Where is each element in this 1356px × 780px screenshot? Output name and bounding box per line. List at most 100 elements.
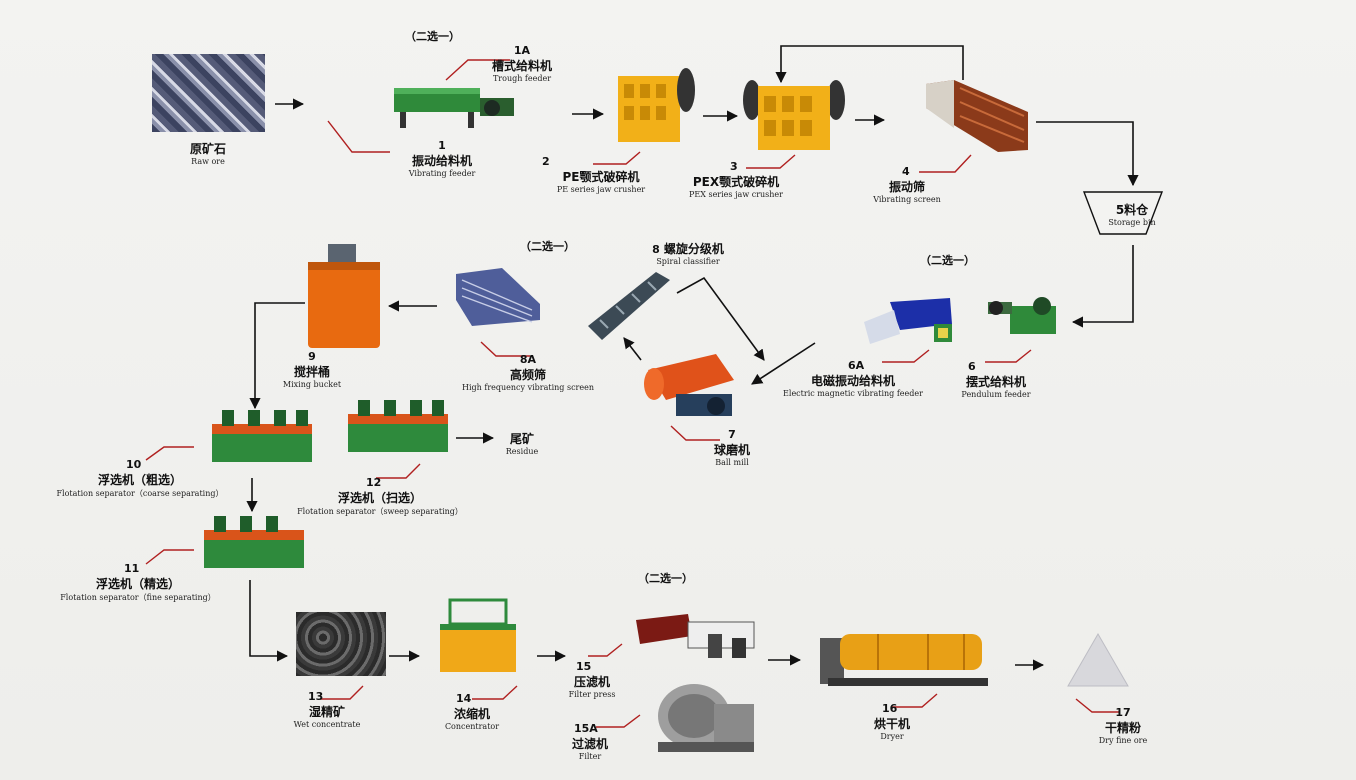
- trough-feeder-en: Trough feeder: [492, 74, 552, 83]
- mixing-bucket-en: Mixing bucket: [282, 380, 342, 389]
- choose-one-2: （二选一）: [920, 254, 975, 267]
- em-feeder-zh: 电磁振动给料机: [810, 374, 895, 388]
- leader-17: [1075, 698, 1120, 713]
- raw-ore-zh: 原矿石: [189, 142, 226, 156]
- flotation-scavenger-icon: [348, 400, 448, 452]
- high-frequency-screen-icon: [456, 268, 540, 326]
- label-6a: 6A 电磁振动给料机 Electric magnetic vibrating f…: [776, 359, 930, 398]
- dryer-en: Dryer: [880, 732, 904, 741]
- arrow-screen-to-bin: [1036, 121, 1139, 187]
- leader-2: [593, 151, 641, 165]
- flotation-rougher-zh: 浮选机（粗选）: [97, 473, 182, 487]
- choose-one-3: （二选一）: [520, 240, 575, 253]
- label-7: 7 球磨机 Ball mill: [700, 428, 764, 467]
- number-11: 11: [124, 562, 140, 575]
- number-10: 10: [126, 458, 142, 471]
- arrow-screen-return: [775, 45, 964, 84]
- flotation-cleaner-icon: [204, 516, 304, 568]
- leader-15a: [596, 714, 641, 728]
- residue-zh: 尾矿: [509, 432, 534, 446]
- pex-jaw-crusher-en: PEX series jaw crusher: [689, 190, 783, 199]
- leader-16: [892, 693, 938, 708]
- number-3: 3: [730, 160, 738, 173]
- label-1a: 1A 槽式给料机 Trough feeder: [478, 44, 566, 83]
- pe-jaw-crusher-icon: [618, 68, 695, 142]
- trough-feeder-zh: 槽式给料机: [491, 59, 552, 73]
- dry-fine-ore-en: Dry fine ore: [1098, 736, 1148, 745]
- filter-press-icon: [636, 614, 755, 658]
- label-15: 15 压滤机 Filter press: [560, 660, 624, 699]
- arrow-cleaner-to-concentrate: [249, 580, 289, 662]
- number-13: 13: [308, 690, 324, 703]
- filter-press-en: Filter press: [568, 690, 616, 699]
- arrow-feeder-to-mill: [751, 342, 816, 385]
- wet-concentrate-zh: 湿精矿: [308, 705, 345, 719]
- leader-1: [327, 120, 390, 153]
- ball-mill-zh: 球磨机: [713, 443, 750, 457]
- pendulum-feeder-en: Pendulum feeder: [961, 390, 1031, 399]
- filter-en: Filter: [578, 752, 602, 761]
- label-3: 3 PEX颚式破碎机 PEX series jaw crusher: [676, 160, 796, 199]
- mixing-bucket-zh: 搅拌桶: [293, 365, 330, 379]
- storage-bin-icon: [1082, 191, 1164, 235]
- number-9: 9: [308, 350, 316, 363]
- number-14: 14: [456, 692, 472, 705]
- wet-concentrate-icon: [296, 612, 386, 676]
- label-13: 13 湿精矿 Wet concentrate: [282, 690, 372, 729]
- leader-7: [670, 425, 720, 441]
- leader-15: [588, 643, 623, 657]
- raw-ore-icon: [152, 54, 265, 132]
- label-15a: 15A 过滤机 Filter: [558, 722, 622, 761]
- vibrating-screen-en: Vibrating screen: [873, 195, 941, 204]
- spiral-classifier-en: Spiral classifier: [656, 257, 720, 266]
- label-14: 14 浓缩机 Concentrator: [432, 692, 512, 731]
- number-8a: 8A: [519, 353, 537, 366]
- number-2: 2: [542, 155, 550, 168]
- flotation-rougher-icon: [212, 410, 312, 462]
- label-4: 4 振动筛 Vibrating screen: [862, 165, 952, 204]
- number-17: 17: [1115, 706, 1131, 719]
- number-7: 7: [728, 428, 736, 441]
- hf-screen-en: High frequency vibrating screen: [462, 383, 594, 392]
- choose-one-1: （二选一）: [405, 30, 460, 43]
- number-4: 4: [902, 165, 910, 178]
- filter-press-zh: 压滤机: [573, 675, 610, 689]
- arrow-bucket-to-rougher: [249, 302, 305, 410]
- pex-jaw-crusher-icon: [743, 80, 845, 150]
- label-6: 6 摆式给料机 Pendulum feeder: [948, 360, 1044, 399]
- leader-14: [472, 685, 518, 700]
- vibrating-screen-zh: 振动筛: [888, 180, 925, 194]
- label-raw-ore: 原矿石 Raw ore: [173, 140, 243, 166]
- number-12: 12: [366, 476, 382, 489]
- filter-zh: 过滤机: [571, 737, 608, 751]
- pendulum-feeder-icon: [988, 297, 1056, 334]
- number-6a: 6A: [848, 359, 865, 372]
- spiral-classifier-zh: 螺旋分级机: [663, 242, 724, 256]
- flotation-rougher-en: Flotation separator（coarse separating）: [56, 489, 224, 498]
- label-11: 11 浮选机（精选） Flotation separator（fine sepa…: [48, 562, 228, 603]
- vibrating-feeder-icon: [394, 88, 514, 128]
- dryer-icon: [820, 634, 988, 686]
- leader-8a: [480, 341, 530, 357]
- label-2: 2 PE颚式破碎机 PE series jaw crusher: [542, 155, 660, 194]
- concentrator-icon: [440, 598, 516, 672]
- number-6: 6: [968, 360, 976, 373]
- mixing-bucket-icon: [308, 244, 380, 348]
- leader-10: [145, 446, 194, 461]
- flotation-scavenger-en: Flotation separator（sweep separating）: [297, 507, 463, 516]
- number-15: 15: [576, 660, 592, 673]
- number-5: 5: [1115, 203, 1125, 217]
- label-1: 1 振动给料机 Vibrating feeder: [390, 139, 494, 178]
- number-1: 1: [438, 139, 446, 152]
- number-8: 8: [652, 243, 660, 256]
- dryer-zh: 烘干机: [873, 717, 910, 731]
- label-17: 17 干精粉 Dry fine ore: [1088, 706, 1158, 745]
- hf-screen-zh: 高频筛: [509, 368, 546, 382]
- number-1a: 1A: [513, 44, 531, 57]
- dry-fine-ore-zh: 干精粉: [1104, 721, 1141, 735]
- leader-11: [145, 549, 194, 565]
- electromagnetic-feeder-icon: [864, 298, 952, 344]
- storage-bin-zh: 料仓: [1124, 203, 1149, 217]
